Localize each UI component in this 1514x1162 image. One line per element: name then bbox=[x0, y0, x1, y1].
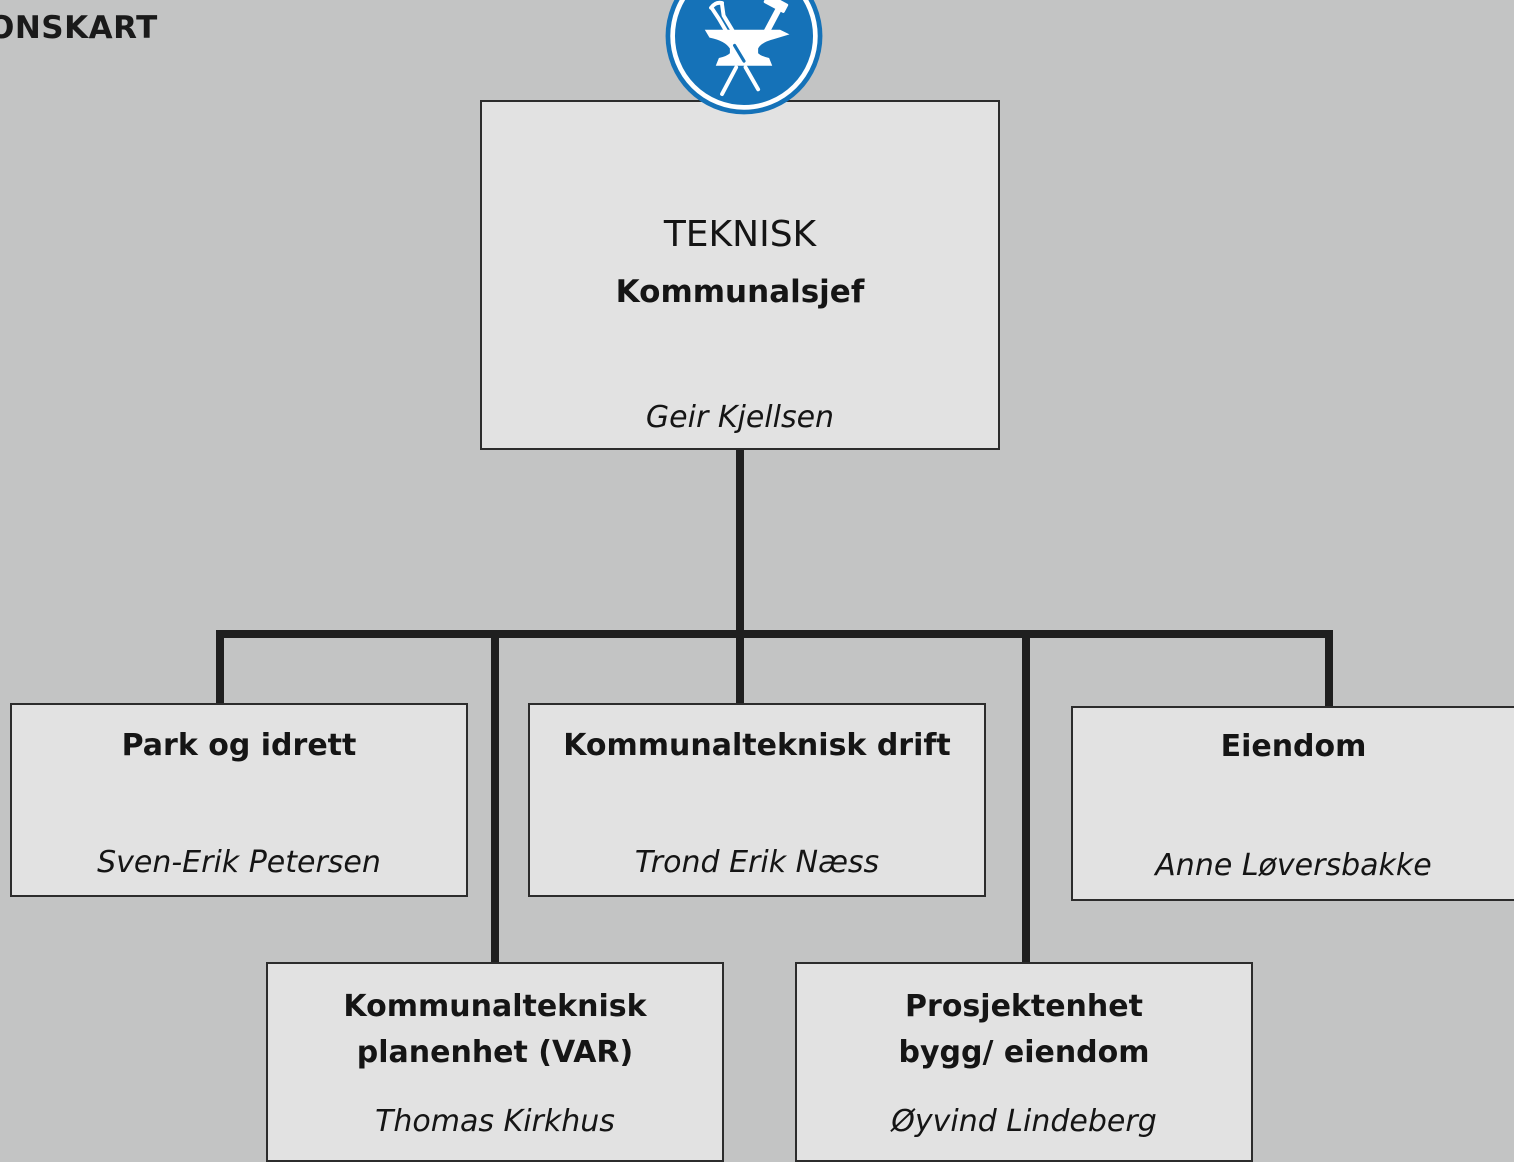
unit-title: Park og idrett bbox=[121, 728, 357, 763]
anvil-hammer-tongs-icon bbox=[642, 0, 846, 160]
top-person-name: Geir Kjellsen bbox=[645, 400, 835, 435]
department-name: TEKNISK bbox=[663, 214, 817, 255]
role-title: Kommunalsjef bbox=[615, 274, 865, 310]
unit-person-name: Trond Erik Næss bbox=[634, 845, 880, 880]
unit-person-name: Thomas Kirkhus bbox=[375, 1104, 615, 1139]
unit-box-park-og-idrett: Park og idrett Sven-Erik Petersen bbox=[10, 703, 468, 897]
unit-box-eiendom: Eiendom Anne Løversbakke bbox=[1071, 706, 1514, 901]
unit-person-name: Sven-Erik Petersen bbox=[97, 845, 381, 880]
unit-person-name: Øyvind Lindeberg bbox=[891, 1104, 1157, 1139]
unit-box-kommunalteknisk-planenhet: Kommunalteknisk planenhet (VAR) Thomas K… bbox=[266, 962, 724, 1162]
unit-person-name: Anne Løversbakke bbox=[1155, 848, 1432, 883]
unit-box-kommunalteknisk-drift: Kommunalteknisk drift Trond Erik Næss bbox=[528, 703, 986, 897]
unit-title-line2: bygg/ eiendom bbox=[898, 1035, 1150, 1070]
top-unit-box: TEKNISK Kommunalsjef Geir Kjellsen bbox=[480, 100, 1000, 450]
unit-title-line1: Prosjektenhet bbox=[905, 989, 1143, 1024]
unit-title: Eiendom bbox=[1220, 729, 1367, 764]
unit-title-line2: planenhet (VAR) bbox=[356, 1035, 634, 1070]
unit-title: Kommunalteknisk drift bbox=[563, 728, 951, 763]
unit-title-line1: Kommunalteknisk bbox=[343, 989, 647, 1024]
page-heading: ONSKART bbox=[0, 10, 158, 46]
unit-box-prosjektenhet: Prosjektenhet bygg/ eiendom Øyvind Linde… bbox=[795, 962, 1253, 1162]
